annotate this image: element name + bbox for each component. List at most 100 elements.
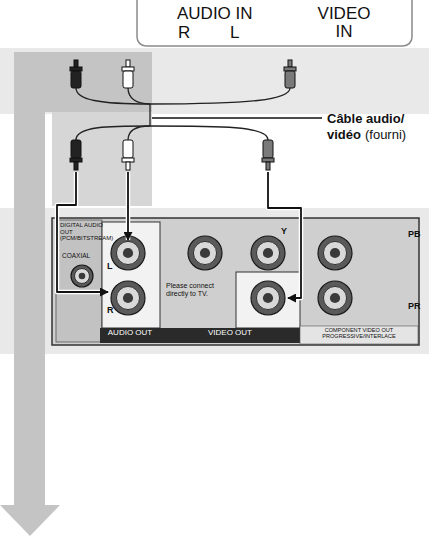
jack-ring [251,236,285,270]
jack-pin [263,248,273,258]
video-plug-bottom [262,140,274,170]
jack-ring [111,281,145,315]
panel-note: Please connect directly to TV. [166,282,234,297]
jack-pin [123,293,133,303]
plug-body [71,140,81,158]
jack-letter: PR [408,302,421,312]
white-plug-bottom [122,140,134,170]
jack-label: COAXIAL [62,252,90,259]
audio-section [102,222,160,328]
section-band-label: COMPONENT VIDEO OUT PROGRESSIVE/INTERLAC… [301,327,417,339]
jack-ring [188,236,222,270]
plug-collar [122,158,134,162]
insertion-halo [126,172,131,240]
insertion-arrow [127,172,129,240]
plug-body [71,71,81,88]
jack-ring [318,281,352,315]
jack-letter: PB [408,230,421,240]
cable-wire [128,126,150,140]
cable-label: Câble audio/ vidéo(fourni) [327,111,424,142]
jack-ring [111,236,145,270]
white-plug-top [122,60,134,88]
rear-panel [52,218,419,345]
input-label: VIDEO IN [313,5,375,41]
cable-wire [150,88,290,104]
plug-backdrop [52,112,152,206]
section-band-label: AUDIO OUT [100,329,160,338]
insertion-halo [57,172,108,292]
plug-collar [70,158,82,162]
plug-tip [126,162,130,170]
insertion-arrow [268,172,301,298]
plug-collar [122,67,134,71]
plug-collar [262,158,274,162]
insertion-halo [268,172,301,298]
tv-input-panel: AUDIO INR L VIDEO IN [137,0,412,46]
jack-label: DIGITAL AUDIO OUT (PCM/BITSTREAM) [60,222,104,242]
plug-body [123,71,133,88]
red-plug-top [70,60,82,88]
cable-wire [128,88,150,104]
jack-pin [79,273,86,280]
channel-letter: R [178,24,190,43]
audio-out-band [100,328,160,343]
cable-wire [150,126,268,140]
jack-face [256,286,279,309]
video-out-band [160,328,300,343]
video-out-jack [251,281,285,315]
plug-collar [70,67,82,71]
tv-panel-outline [137,0,412,46]
jack-pin [263,293,273,303]
plug-tip [74,60,78,67]
jack-ring [318,236,352,270]
plug-tip [126,60,130,67]
jack-face [323,241,346,264]
jack-face [116,286,139,309]
jack-ring [71,265,93,287]
section-band-label: VIDEO OUT [160,329,300,338]
cable-wire [149,104,150,126]
jack-pin [200,248,210,258]
plug-collar [284,67,296,71]
input-label: AUDIO IN [177,5,253,24]
insertion-arrows [57,172,301,298]
component-y-jack [251,236,285,270]
av-cable [76,88,290,140]
cable-note: (fourni) [365,127,406,142]
component-pr-jack [318,281,352,315]
audio-r-jack [111,281,145,315]
jack-face [323,286,346,309]
jack-face [256,241,279,264]
plug-tip [74,162,78,170]
channel-letter: L [107,262,113,272]
plug-tip [288,60,292,67]
plug-body [263,140,273,158]
jack-face [193,241,216,264]
component-band [300,326,418,344]
jack-face [75,269,90,284]
jack-face [116,241,139,264]
video-plug-top [284,60,296,88]
component-pb-jack [318,236,352,270]
jack-pin [330,293,340,303]
plug-body [123,140,133,158]
plug-tip [266,162,270,170]
insertion-arrow [57,172,108,292]
cable-wire [76,88,150,104]
player-rear-panel: DIGITAL AUDIO OUT (PCM/BITSTREAM) COAXIAL… [52,218,423,345]
coaxial-jack [71,265,93,287]
channel-letter: R [107,306,114,316]
jack-letter: Y [281,227,287,237]
direction-arrow [0,52,152,536]
video-jack-extra [188,236,222,270]
jack-ring [251,281,285,315]
plug-body [285,71,295,88]
red-plug-bottom [70,140,82,170]
cable-wire [76,126,150,140]
leader-line [152,117,322,118]
jack-pin [123,248,133,258]
channel-letter: L [230,24,239,43]
jack-pin [330,248,340,258]
